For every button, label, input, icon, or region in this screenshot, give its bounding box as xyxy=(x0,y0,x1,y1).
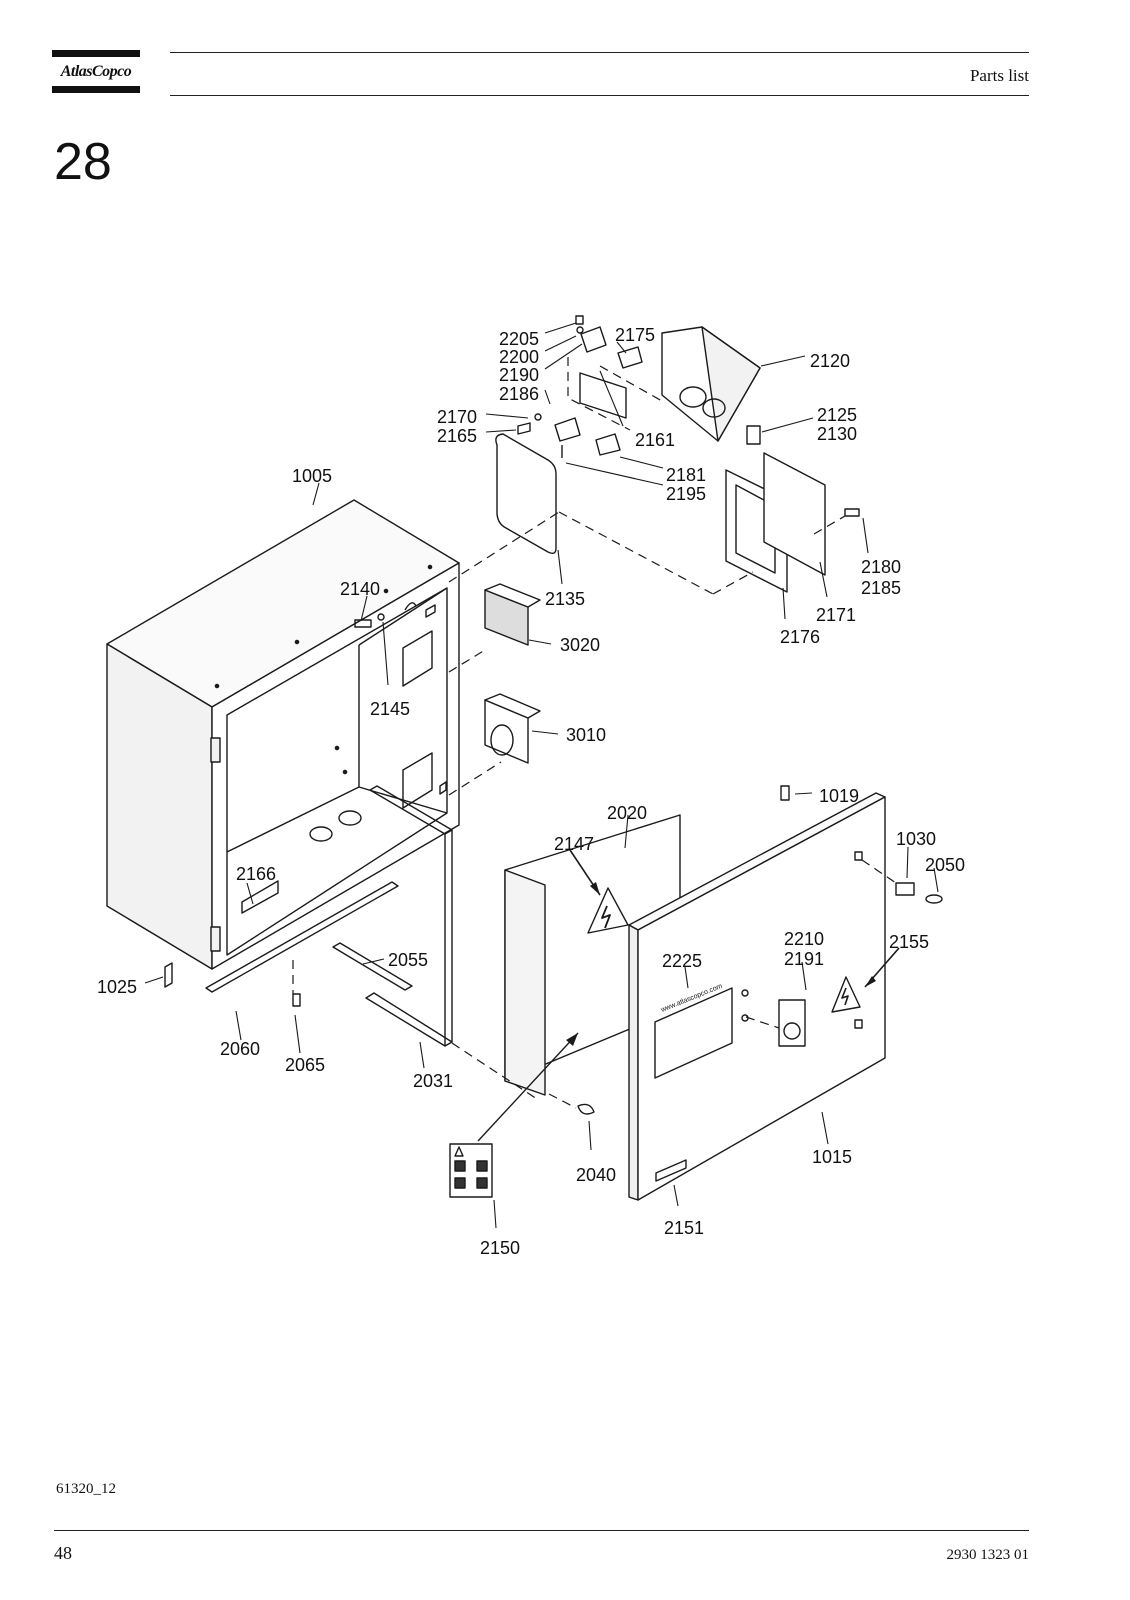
callout-2040: 2040 xyxy=(576,1165,616,1185)
callout-3020: 3020 xyxy=(560,635,600,655)
callout-2186: 2186 xyxy=(499,384,539,404)
callout-2130: 2130 xyxy=(817,424,857,444)
callout-2195: 2195 xyxy=(666,484,706,504)
document-number: 2930 1323 01 xyxy=(946,1547,1030,1563)
callout-2161: 2161 xyxy=(635,430,675,450)
frame-rails xyxy=(205,785,453,1047)
header-rule-top xyxy=(170,52,1029,53)
hardware-items xyxy=(164,613,943,1115)
callout-2145: 2145 xyxy=(370,699,410,719)
callout-2125: 2125 xyxy=(817,405,857,425)
header-rule-bottom xyxy=(170,95,1029,96)
gasket-panel xyxy=(495,433,557,555)
callout-2200: 2200 xyxy=(499,347,539,367)
cable-box xyxy=(517,315,761,458)
callout-2210: 2210 xyxy=(784,929,824,949)
enclosure-box xyxy=(106,499,460,970)
callout-2175: 2175 xyxy=(615,325,655,345)
leader-lines xyxy=(144,322,939,1229)
callout-2031: 2031 xyxy=(413,1071,453,1091)
callout-1015: 1015 xyxy=(812,1147,852,1167)
front-door xyxy=(628,792,886,1201)
logo-bar-top xyxy=(52,50,140,57)
callout-2205: 2205 xyxy=(499,329,539,349)
cover-plates xyxy=(725,452,860,593)
callout-2170: 2170 xyxy=(437,407,477,427)
atlas-copco-logo: AtlasCopco xyxy=(52,50,140,94)
logo-wordmark: AtlasCopco xyxy=(60,63,132,80)
callout-2165: 2165 xyxy=(437,426,477,446)
callout-2176: 2176 xyxy=(780,627,820,647)
callout-1019: 1019 xyxy=(819,786,859,806)
fan-filters xyxy=(484,583,541,764)
figure-reference: 61320_12 xyxy=(56,1481,116,1497)
callout-2171: 2171 xyxy=(816,605,856,625)
callout-2050: 2050 xyxy=(925,855,965,875)
callout-2120: 2120 xyxy=(810,351,850,371)
callout-3010: 3010 xyxy=(566,725,606,745)
callout-2055: 2055 xyxy=(388,950,428,970)
callout-2155: 2155 xyxy=(889,932,929,952)
callout-1025: 1025 xyxy=(97,977,137,997)
page-number: 48 xyxy=(54,1543,72,1563)
callout-2065: 2065 xyxy=(285,1055,325,1075)
chapter-number: 28 xyxy=(54,133,112,191)
footer-rule xyxy=(54,1530,1029,1531)
callout-2147: 2147 xyxy=(554,834,594,854)
callout-2180: 2180 xyxy=(861,557,901,577)
callout-2135: 2135 xyxy=(545,589,585,609)
callout-2150: 2150 xyxy=(480,1238,520,1258)
callout-1005: 1005 xyxy=(292,466,332,486)
callout-2181: 2181 xyxy=(666,465,706,485)
callout-2185: 2185 xyxy=(861,578,901,598)
assembly-lines xyxy=(292,357,897,1109)
callout-2191: 2191 xyxy=(784,949,824,969)
callout-2020: 2020 xyxy=(607,803,647,823)
callout-2190: 2190 xyxy=(499,365,539,385)
callout-2151: 2151 xyxy=(664,1218,704,1238)
callout-2060: 2060 xyxy=(220,1039,260,1059)
safety-decal xyxy=(449,1143,493,1198)
callout-2140: 2140 xyxy=(340,579,380,599)
callout-1030: 1030 xyxy=(896,829,936,849)
callout-2225: 2225 xyxy=(662,951,702,971)
callout-2166: 2166 xyxy=(236,864,276,884)
section-title: Parts list xyxy=(969,66,1029,85)
logo-bar-bottom xyxy=(52,86,140,93)
